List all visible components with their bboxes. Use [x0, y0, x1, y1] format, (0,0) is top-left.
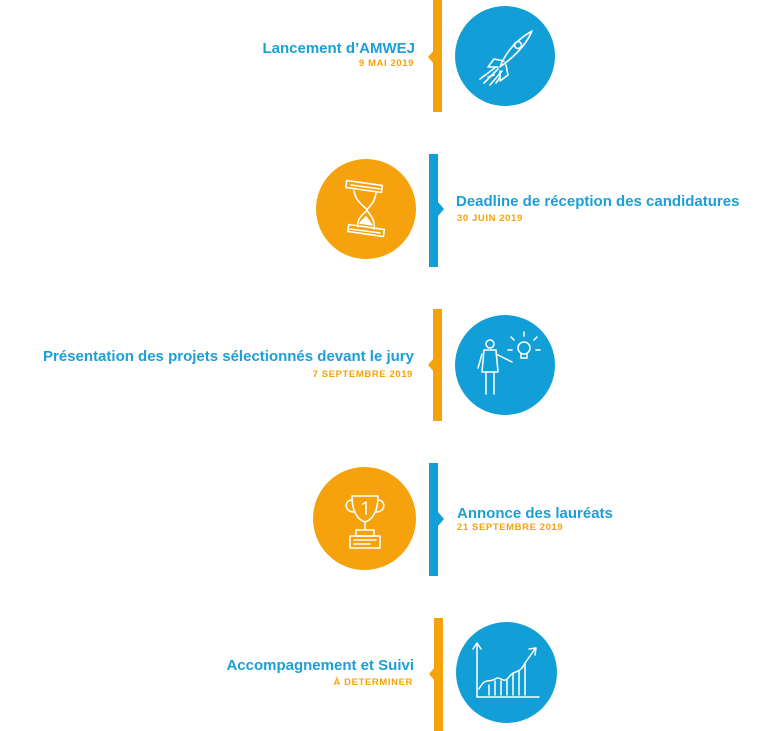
milestone-date: 30 JUIN 2019	[457, 213, 523, 224]
timeline-bar	[433, 309, 442, 421]
timeline-bar	[429, 463, 438, 576]
milestone-date: 21 SEPTEMBRE 2019	[457, 522, 564, 533]
milestone-title: Accompagnement et Suivi	[226, 657, 414, 674]
timeline-bar	[434, 618, 443, 731]
bar-notch	[438, 202, 444, 216]
bar-notch	[438, 512, 444, 526]
rocket-icon	[455, 6, 555, 106]
bar-notch	[428, 50, 434, 64]
growth-chart-icon	[456, 622, 557, 723]
trophy-icon	[313, 467, 416, 570]
presenter-lightbulb-icon	[455, 315, 555, 415]
hourglass-icon	[316, 159, 416, 259]
timeline-bar	[433, 0, 442, 112]
milestone-date: 7 SEPTEMBRE 2019	[312, 369, 413, 380]
milestone-title: Lancement d’AMWEJ	[262, 40, 415, 57]
milestone-date: À DETERMINER	[333, 677, 413, 688]
bar-notch	[429, 667, 435, 681]
milestone-title: Deadline de réception des candidatures	[456, 193, 740, 210]
milestone-title: Présentation des projets sélectionnés de…	[43, 348, 414, 365]
timeline-bar	[429, 154, 438, 267]
bar-notch	[428, 358, 434, 372]
milestone-title: Annonce des lauréats	[457, 505, 613, 522]
milestone-date: 9 MAI 2019	[358, 58, 414, 69]
